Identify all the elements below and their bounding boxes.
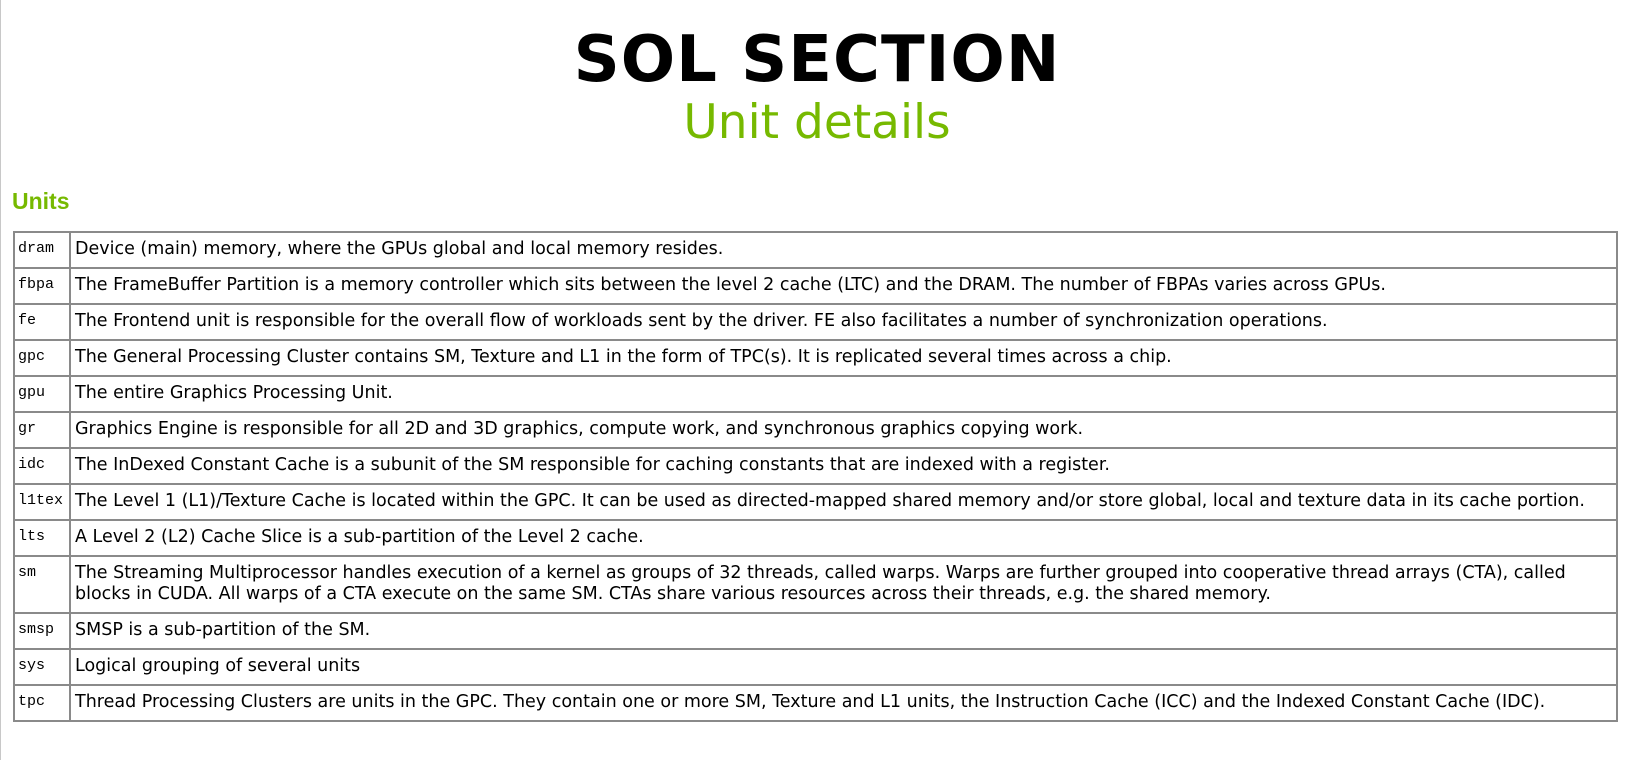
unit-name-cell: lts	[13, 519, 71, 557]
unit-description-cell: SMSP is a sub-partition of the SM.	[69, 612, 1618, 650]
page-subtitle: Unit details	[683, 95, 951, 150]
title-block: SOL SECTION Unit details	[0, 18, 1634, 150]
unit-name-cell: fe	[13, 303, 71, 341]
unit-description-cell: Graphics Engine is responsible for all 2…	[69, 411, 1618, 449]
unit-description-cell: The FrameBuffer Partition is a memory co…	[69, 267, 1618, 305]
unit-description-cell: The InDexed Constant Cache is a subunit …	[69, 447, 1618, 485]
unit-description-cell: Logical grouping of several units	[69, 648, 1618, 686]
unit-name-cell: tpc	[13, 684, 71, 722]
unit-description-cell: Device (main) memory, where the GPUs glo…	[69, 231, 1618, 269]
unit-name-cell: l1tex	[13, 483, 71, 521]
units-heading: Units	[12, 188, 70, 214]
unit-description-cell: The entire Graphics Processing Unit.	[69, 375, 1618, 413]
unit-name-cell: idc	[13, 447, 71, 485]
unit-description-cell: Thread Processing Clusters are units in …	[69, 684, 1618, 722]
unit-name-cell: fbpa	[13, 267, 71, 305]
unit-name-cell: sm	[13, 555, 71, 614]
unit-description-cell: The General Processing Cluster contains …	[69, 339, 1618, 377]
unit-description-cell: The Streaming Multiprocessor handles exe…	[69, 555, 1618, 614]
unit-name-cell: smsp	[13, 612, 71, 650]
page-left-border	[0, 0, 1, 760]
page-title: SOL SECTION	[573, 23, 1061, 97]
unit-name-cell: dram	[13, 231, 71, 269]
unit-name-cell: gpc	[13, 339, 71, 377]
unit-description-cell: A Level 2 (L2) Cache Slice is a sub-part…	[69, 519, 1618, 557]
unit-description-cell: The Level 1 (L1)/Texture Cache is locate…	[69, 483, 1618, 521]
unit-name-cell: gpu	[13, 375, 71, 413]
unit-description-cell: The Frontend unit is responsible for the…	[69, 303, 1618, 341]
unit-name-cell: sys	[13, 648, 71, 686]
unit-name-cell: gr	[13, 411, 71, 449]
